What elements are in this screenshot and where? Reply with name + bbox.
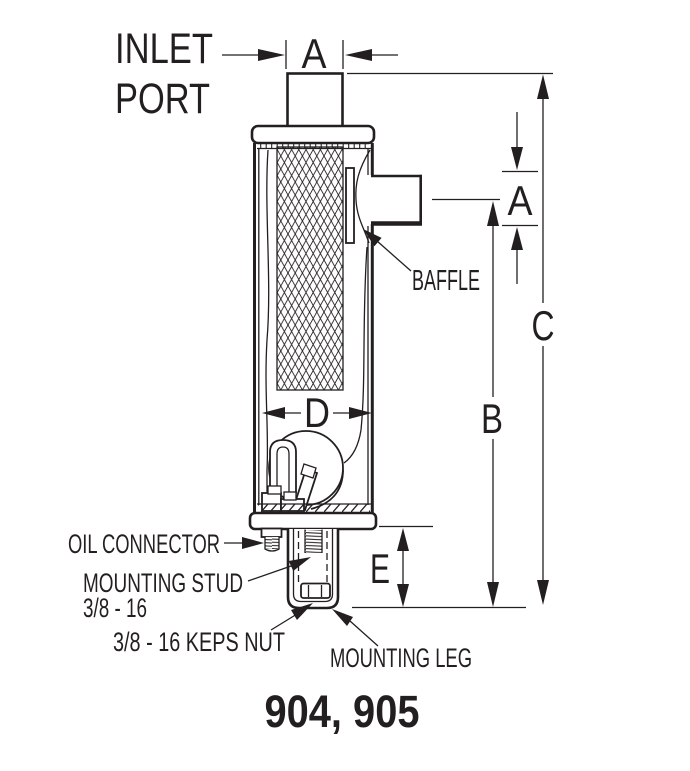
dim-label-inlet-A: A (302, 30, 327, 77)
dim-label-B: B (481, 395, 503, 442)
dim-body-width-D: D (262, 389, 372, 436)
callout-keps-nut: 3/8 - 16 KEPS NUT (113, 603, 313, 657)
keps-nut (300, 582, 331, 599)
model-numbers-title: 904, 905 (265, 686, 420, 737)
dim-label-outlet-A: A (508, 177, 533, 224)
dim-leg-height-E: E (352, 525, 526, 609)
outlet-port (371, 174, 423, 226)
inlet-port (286, 72, 344, 129)
keps-nut-label: 3/8 - 16 KEPS NUT (113, 627, 285, 657)
filter-mesh-screen (276, 146, 344, 391)
top-cap (250, 124, 376, 150)
mounting-stud (304, 529, 323, 553)
oil-connector-label: OIL CONNECTOR (68, 529, 220, 559)
oil-connector-fitting (260, 527, 283, 552)
dim-label-E: E (370, 545, 390, 592)
dim-label-C: C (532, 302, 555, 349)
dim-B: B (432, 198, 503, 607)
inlet-port-label-line2: PORT (115, 75, 210, 123)
dim-label-D: D (304, 389, 330, 436)
canister-walls (253, 143, 374, 513)
mounting-stud-thread-label: 3/8 - 16 (83, 593, 147, 623)
baffle-label: BAFFLE (412, 265, 480, 297)
callout-baffle: BAFFLE (363, 229, 480, 297)
dim-inlet-width-A: A (222, 30, 398, 77)
callout-mounting-stud: MOUNTING STUD 3/8 - 16 (83, 557, 311, 623)
base-flange (248, 503, 378, 531)
baffle-plate (345, 167, 355, 244)
dim-overall-height-C: C (347, 72, 555, 605)
inlet-port-label-line1: INLET (115, 25, 213, 73)
mounting-stud-label: MOUNTING STUD (83, 568, 243, 598)
callout-mounting-leg: MOUNTING LEG (330, 609, 472, 673)
callout-oil-connector: OIL CONNECTOR (68, 529, 264, 559)
mounting-leg-label: MOUNTING LEG (330, 643, 472, 673)
callout-inlet-port: INLET PORT (115, 25, 213, 123)
dim-outlet-A: A (502, 112, 538, 284)
